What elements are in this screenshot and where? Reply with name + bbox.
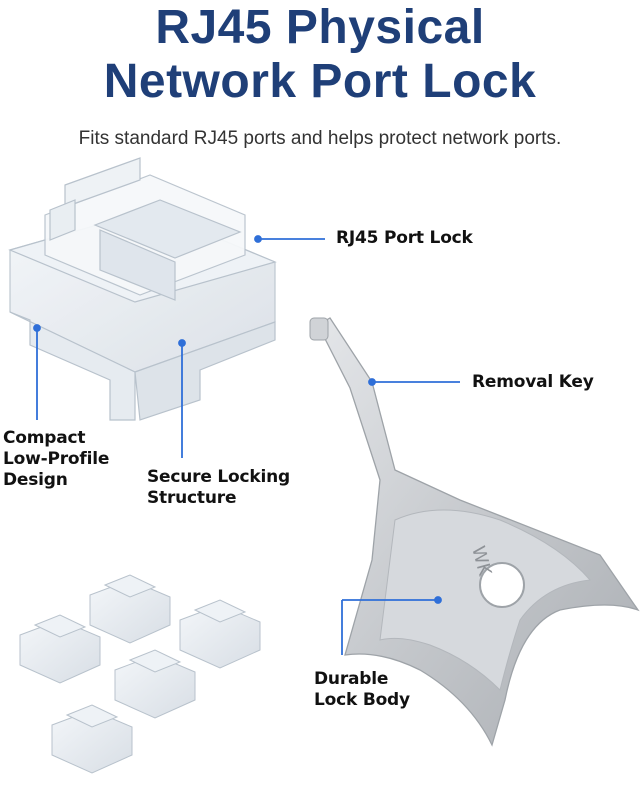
callout-durable-line2: Lock Body <box>314 690 410 710</box>
callout-durable-body: Durable Lock Body <box>314 669 410 711</box>
callout-compact-line1: Compact <box>3 428 86 448</box>
callout-line-port-lock <box>254 235 325 243</box>
callout-removal-key: Removal Key <box>472 372 594 392</box>
callout-port-lock: RJ45 Port Lock <box>336 228 473 248</box>
callout-line-removal-key <box>368 378 460 386</box>
callout-line-secure <box>178 339 186 458</box>
callout-compact-line2: Low-Profile <box>3 449 110 469</box>
callout-secure-locking: Secure Locking Structure <box>147 467 290 509</box>
rj45-port-lock-image <box>8 157 277 421</box>
page-title-line1: RJ45 Physical <box>155 1 485 54</box>
callout-line-compact <box>33 324 41 420</box>
callout-durable-line1: Durable <box>314 669 389 689</box>
removal-key-image: WK <box>309 317 640 747</box>
callout-compact-design: Compact Low-Profile Design <box>3 428 109 491</box>
callout-secure-line2: Structure <box>147 488 237 508</box>
callout-compact-line3: Design <box>3 470 68 490</box>
page-title-line2: Network Port Lock <box>103 55 537 108</box>
callout-secure-line1: Secure Locking <box>147 467 290 487</box>
small-locks-image <box>19 574 261 774</box>
page-subtitle: Fits standard RJ45 ports and helps prote… <box>78 128 562 149</box>
callout-line-durable <box>341 596 442 655</box>
